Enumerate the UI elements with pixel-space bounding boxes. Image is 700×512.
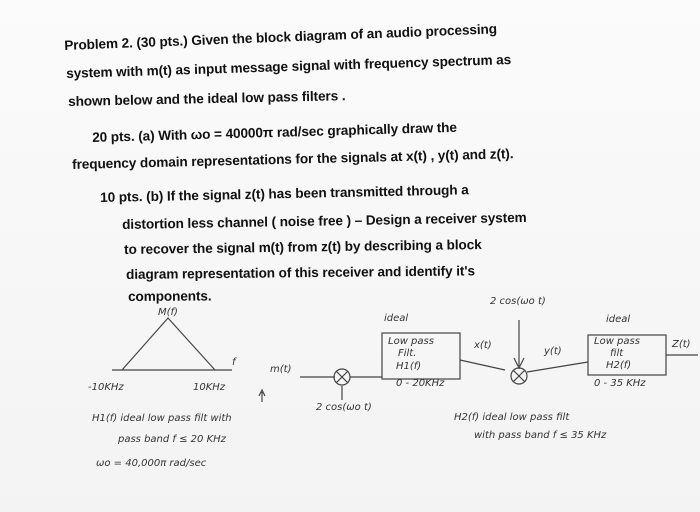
spectrum-left-label: -10KHz xyxy=(88,382,124,393)
filter1-line2: Filt. xyxy=(398,348,417,359)
filter2-line1: Low pass xyxy=(594,336,640,347)
note3: ωo = 40,000π rad/sec xyxy=(96,458,207,469)
filter2-range-label: 0 - 35 KHz xyxy=(594,378,646,389)
note1-line2: pass band f ≤ 20 KHz xyxy=(118,434,226,445)
note2-line1: H2(f) ideal low pass filt xyxy=(454,412,570,423)
filter2-line3: H2(f) xyxy=(606,360,632,371)
signal-line-x xyxy=(459,359,506,371)
filter1-line1: Low pass xyxy=(388,336,434,347)
signal-y-label: y(t) xyxy=(544,346,562,357)
signal-line-y xyxy=(526,361,589,373)
spectrum-right-label: 10KHz xyxy=(193,382,226,393)
filter1-top-label: ideal xyxy=(384,313,409,324)
signal-x-label: x(t) xyxy=(474,340,492,351)
output-signal-label: Z(t) xyxy=(672,339,691,350)
input-signal-label: m(t) xyxy=(270,364,292,375)
multiplier2-x-b xyxy=(512,369,526,383)
multiplier1-signal-label: 2 cos(ωo t) xyxy=(316,402,372,413)
spectrum-label: M(f) xyxy=(158,307,178,318)
filter2-top-label: ideal xyxy=(606,314,631,325)
filter1-range-label: 0 - 20KHz xyxy=(396,378,445,389)
note2-line2: with pass band f ≤ 35 KHz xyxy=(474,430,607,441)
multiplier2-arrowhead xyxy=(513,357,525,370)
note1-line1: H1(f) ideal low pass filt with xyxy=(92,413,232,424)
filter1-box xyxy=(381,332,461,380)
multiplier2-signal-label: 2 cos(ωo t) xyxy=(490,296,546,307)
multiplier1-x-b xyxy=(335,370,349,384)
frequency-axis-label: f xyxy=(232,357,236,368)
filter2-line2: filt xyxy=(610,348,624,359)
pointer-arrow xyxy=(258,388,266,402)
filter1-line3: H1(f) xyxy=(396,361,422,372)
spectrum-triangle xyxy=(121,317,216,371)
